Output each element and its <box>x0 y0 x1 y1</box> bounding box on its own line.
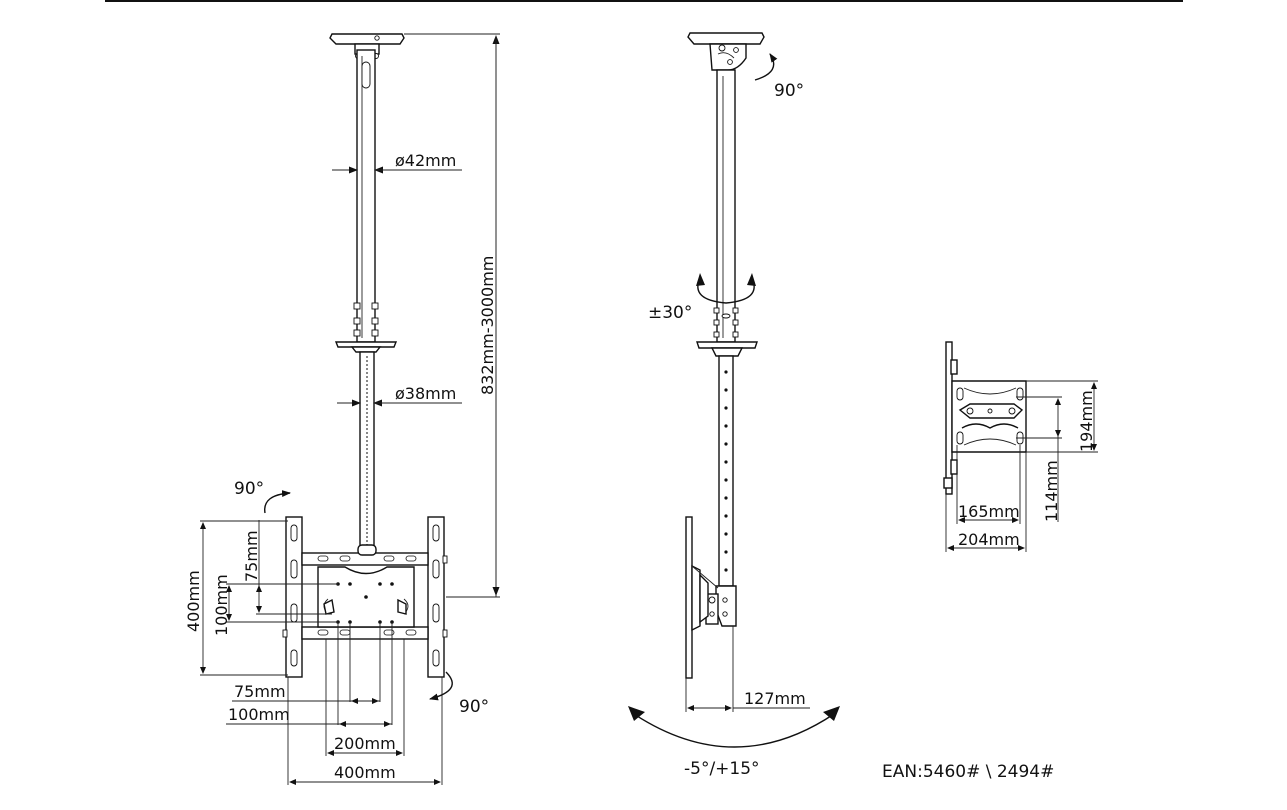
side-upper-pole <box>716 69 736 343</box>
height-range-label: 832mm-3000mm <box>478 256 497 395</box>
ceiling-plate <box>329 33 405 45</box>
bracket-height-194-label: 194mm <box>1077 390 1096 452</box>
vesa-horizontal-200-label: 200mm <box>334 734 396 753</box>
side-rotate-label: 90° <box>774 81 804 101</box>
depth-label: 127mm <box>744 689 806 708</box>
rotate-left-label: 90° <box>234 479 264 499</box>
left-vertical-arm <box>285 516 303 678</box>
tv-plate-profile <box>685 516 693 679</box>
bracket-width-165-label: 165mm <box>958 502 1020 521</box>
width-400-label: 400mm <box>334 763 396 782</box>
lower-pole-diameter-label: ø38mm <box>395 384 456 403</box>
tilt-arc <box>633 713 835 748</box>
rotate-arrow-right <box>429 671 453 701</box>
upper-pole <box>356 49 376 343</box>
rotate-right-label: 90° <box>459 697 489 717</box>
upper-pole-diameter-label: ø42mm <box>395 151 456 170</box>
bracket-height-114-label: 114mm <box>1042 460 1061 522</box>
height-400-label: 400mm <box>184 570 203 632</box>
rotate-arrow-left <box>264 490 291 514</box>
vesa-vertical-75-label: 75mm <box>242 530 261 582</box>
bracket-view: 194mm 114mm 165mm 204mm <box>943 341 1098 552</box>
swivel-label: ±30° <box>648 303 692 323</box>
side-ceiling-joint <box>709 43 747 71</box>
tilt-label: -5°/+15° <box>684 759 760 779</box>
swivel-arrow <box>697 277 755 304</box>
vesa-horizontal-75-label: 75mm <box>234 682 286 701</box>
vesa-horizontal-100-label: 100mm <box>228 705 290 724</box>
front-view: ø42mm ø38mm 832mm-3000mm <box>184 33 500 785</box>
side-rotate-arrow <box>754 53 778 81</box>
tilt-bracket <box>715 585 737 627</box>
side-view: 90° ±30° <box>628 32 840 779</box>
ean-code: EAN:5460# \ 2494# <box>882 762 1054 782</box>
right-vertical-arm <box>427 516 445 678</box>
bracket-width-204-label: 204mm <box>958 530 1020 549</box>
pole-collar <box>334 341 398 348</box>
side-ceiling-plate <box>687 32 765 45</box>
vesa-vertical-100-label: 100mm <box>212 574 231 636</box>
